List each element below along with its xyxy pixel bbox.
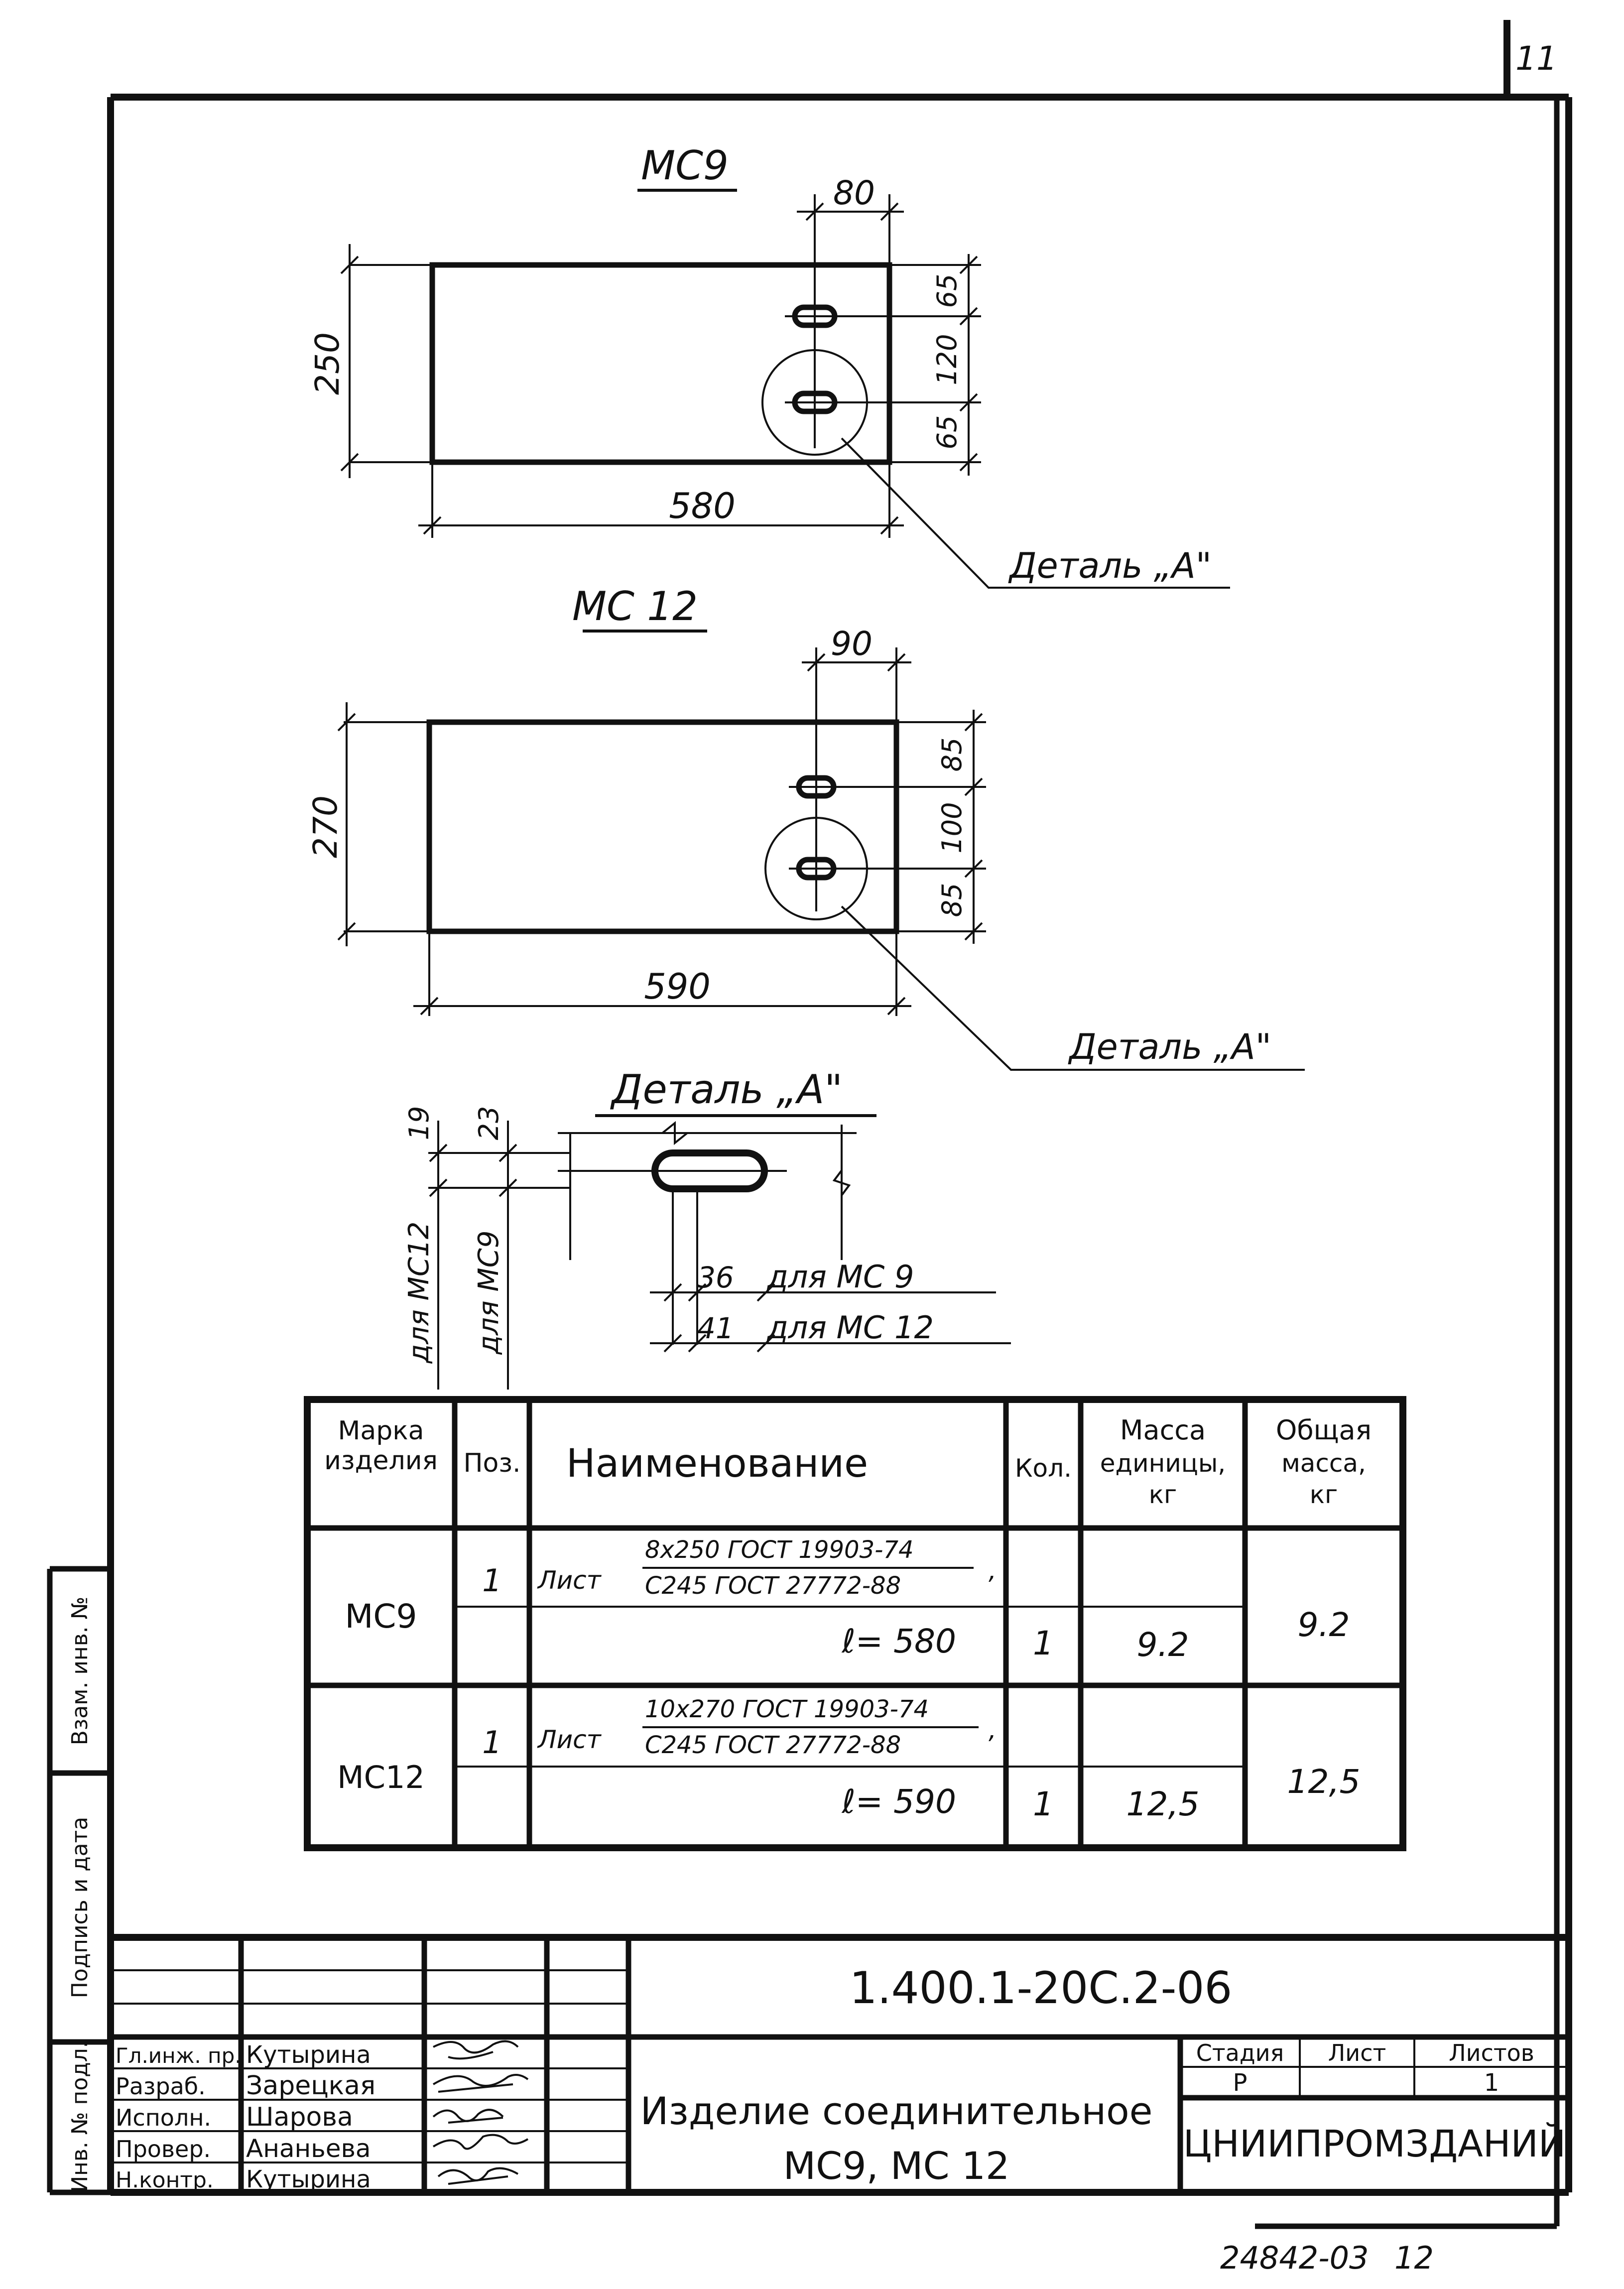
row-mc12-name-den: С245 ГОСТ 27772-88 — [645, 1731, 901, 1759]
signature-marks — [432, 2040, 529, 2185]
dim-top-mc9: 65 — [931, 274, 963, 308]
row-mc12-pos: 1 — [482, 1724, 501, 1761]
name-3: Шарова — [246, 2102, 353, 2132]
th-total-mass-2: масса, — [1281, 1449, 1366, 1478]
view-mc9: МС9 Деталь „А" 250 580 80 — [308, 142, 1230, 589]
th-mark-2: изделия — [324, 1446, 438, 1476]
row-mc9-total-mass: 9.2 — [1298, 1606, 1350, 1644]
row-mc12-name-prefix: Лист — [537, 1725, 602, 1754]
row-mc12-unit-mass: 12,5 — [1126, 1785, 1200, 1823]
row-mc12-name-num: 10х270 ГОСТ 19903-74 — [645, 1695, 929, 1723]
row-mc9-comma: , — [989, 1556, 997, 1585]
view-mc9-title: МС9 — [641, 142, 729, 189]
sheet-label: Лист — [1328, 2039, 1386, 2066]
sheets-value: 1 — [1484, 2069, 1499, 2097]
doc-code: 1.400.1-20С.2-06 — [850, 1962, 1233, 2014]
callout-mc12: Деталь „А" — [1068, 1026, 1271, 1067]
dim-bottom-mc12: 85 — [936, 883, 968, 917]
dim-top-mc12: 85 — [936, 738, 968, 772]
detail-dim-41: 41 — [697, 1311, 734, 1345]
row-mc12-qty: 1 — [1033, 1785, 1054, 1823]
th-qty: Кол. — [1015, 1454, 1072, 1483]
stamp-inv-orig: Инв. № подл. — [67, 2041, 93, 2192]
detail-dim-36: 36 — [697, 1261, 734, 1294]
detail-for-mc9: для МС 9 — [766, 1259, 914, 1295]
role-4: Провер. — [116, 2136, 211, 2162]
sheet-frame — [107, 20, 1572, 2229]
role-5: Н.контр. — [116, 2167, 214, 2193]
dim-mid-mc12: 100 — [936, 802, 968, 853]
row-mc12-total-mass: 12,5 — [1287, 1763, 1361, 1801]
sheet-number: 11 — [1515, 39, 1557, 78]
stamp-inv-ref: Взам. инв. № — [67, 1597, 93, 1746]
stage-label: Стадия — [1196, 2039, 1284, 2066]
th-pos: Поз. — [463, 1448, 520, 1478]
role-2: Разраб. — [116, 2073, 206, 2100]
dim-width-mc9: 580 — [669, 486, 736, 526]
bottom-code: 24842-03 — [1220, 2240, 1369, 2276]
th-total-mass-1: Общая — [1276, 1414, 1372, 1446]
th-mark-1: Марка — [338, 1416, 424, 1446]
name-2: Зарецкая — [246, 2071, 375, 2101]
detail-a-title: Деталь „А" — [610, 1066, 843, 1113]
row-mc9-unit-mass: 9.2 — [1137, 1626, 1189, 1664]
row-mc12-mark: МС12 — [337, 1759, 425, 1795]
dim-mid-mc9: 120 — [931, 334, 963, 385]
detail-label-mc9: для МС9 — [473, 1230, 505, 1355]
stage-value: Р — [1233, 2069, 1248, 2097]
row-mc9-name-den: С245 ГОСТ 27772-88 — [645, 1572, 901, 1600]
row-mc12-length: ℓ= 590 — [841, 1782, 956, 1821]
row-mc9-pos: 1 — [482, 1562, 501, 1599]
th-unit-mass-2: единицы, — [1100, 1449, 1226, 1478]
product-name-2: МС9, МС 12 — [783, 2144, 1010, 2188]
callout-mc9: Деталь „А" — [1008, 545, 1212, 586]
dim-height-mc12: 270 — [306, 795, 345, 858]
th-total-mass-3: кг — [1310, 1480, 1338, 1509]
view-mc12: МС 12 Деталь „А" 270 590 90 — [306, 583, 1305, 1071]
th-unit-mass-3: кг — [1149, 1480, 1177, 1509]
product-name-1: Изделие соединительное — [640, 2089, 1153, 2133]
table-row: МС12 1 Лист 10х270 ГОСТ 19903-74 С245 ГО… — [337, 1695, 1360, 1823]
organization: ЦНИИПРОМЗДАНИЙ — [1183, 2122, 1566, 2165]
name-5: Кутырина — [246, 2165, 371, 2193]
dim-offset-mc12: 90 — [831, 625, 873, 663]
bottom-page: 12 — [1394, 2240, 1434, 2276]
role-3: Исполн. — [116, 2104, 211, 2131]
row-mc9-name-num: 8х250 ГОСТ 19903-74 — [645, 1536, 914, 1564]
th-unit-mass-1: Масса — [1120, 1414, 1206, 1446]
spec-table: Марка изделия Поз. Наименование Кол. Мас… — [304, 1396, 1406, 1851]
dim-offset-mc9: 80 — [833, 174, 875, 212]
side-stamp: Взам. инв. № Подпись и дата Инв. № подл. — [47, 1566, 111, 2195]
plate-mc12 — [426, 719, 899, 934]
sheets-label: Листов — [1449, 2039, 1534, 2066]
row-mc9-name-prefix: Лист — [537, 1566, 602, 1595]
dim-bottom-mc9: 65 — [931, 415, 963, 450]
detail-a: Деталь „А" 19 23 для МС12 для МС9 — [403, 1066, 1011, 1390]
plate-mc9 — [429, 262, 892, 465]
view-mc12-title: МС 12 — [572, 583, 698, 630]
table-row: МС9 1 Лист 8х250 ГОСТ 19903-74 С245 ГОСТ… — [345, 1536, 1350, 1664]
dim-width-mc12: 590 — [644, 966, 711, 1007]
name-1: Кутырина — [246, 2041, 371, 2069]
detail-for-mc12: для МС 12 — [766, 1309, 934, 1346]
detail-dim-19: 19 — [403, 1106, 435, 1141]
dim-height-mc9: 250 — [308, 332, 347, 395]
name-4: Ананьева — [246, 2134, 371, 2163]
row-mc9-mark: МС9 — [345, 1597, 417, 1636]
row-mc12-comma: , — [989, 1715, 997, 1744]
detail-dim-23: 23 — [473, 1106, 504, 1141]
row-mc9-length: ℓ= 580 — [841, 1622, 956, 1660]
detail-label-mc12: для МС12 — [403, 1222, 435, 1364]
role-1: Гл.инж. пр. — [116, 2043, 242, 2068]
row-mc9-qty: 1 — [1033, 1624, 1054, 1662]
th-name: Наименование — [566, 1441, 868, 1486]
title-block: 1.400.1-20С.2-06 Изделие соединительное … — [111, 1934, 1569, 2193]
stamp-sign-date: Подпись и дата — [67, 1817, 93, 1998]
